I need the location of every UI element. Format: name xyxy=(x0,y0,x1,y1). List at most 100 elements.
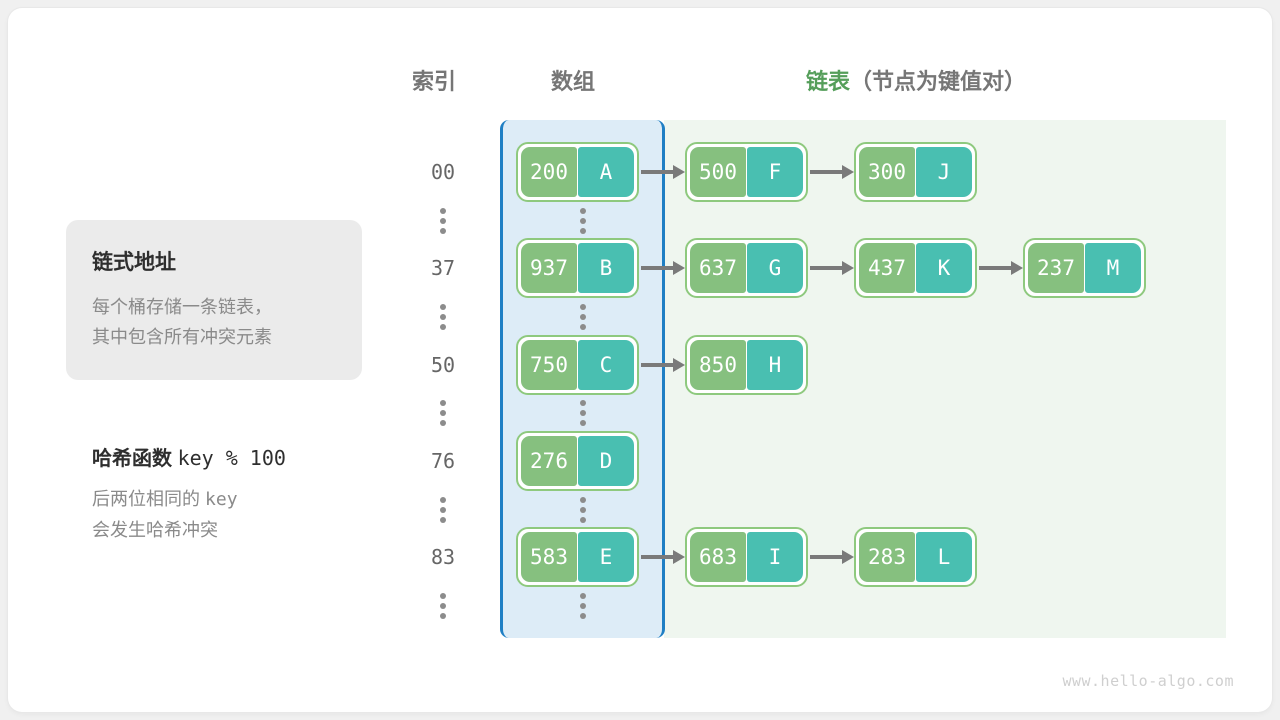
array-ellipsis-icon xyxy=(573,208,593,234)
bucket-index-label: 50 xyxy=(430,353,456,377)
node-key: 200 xyxy=(521,147,577,197)
ellipsis-dot xyxy=(440,593,446,599)
ellipsis-dot xyxy=(580,228,586,234)
ellipsis-dot xyxy=(580,410,586,416)
ellipsis-dot xyxy=(440,603,446,609)
node-value: L xyxy=(916,532,972,582)
node-value: E xyxy=(578,532,634,582)
array-ellipsis-icon xyxy=(573,304,593,330)
ellipsis-dot xyxy=(580,613,586,619)
node-key: 300 xyxy=(859,147,915,197)
ellipsis-dot xyxy=(580,304,586,310)
ellipsis-dot xyxy=(580,593,586,599)
node-key: 283 xyxy=(859,532,915,582)
ellipsis-dot xyxy=(580,507,586,513)
ellipsis-dot xyxy=(580,517,586,523)
next-pointer-arrow-icon xyxy=(808,261,854,275)
ellipsis-dot xyxy=(440,507,446,513)
array-ellipsis-icon xyxy=(573,593,593,619)
bucket-index-label: 00 xyxy=(430,160,456,184)
node-key: 237 xyxy=(1028,243,1084,293)
index-ellipsis-icon xyxy=(433,400,453,426)
node-value: A xyxy=(578,147,634,197)
callout-title: 链式地址 xyxy=(92,251,176,274)
ellipsis-dot xyxy=(580,314,586,320)
next-pointer-arrow-icon xyxy=(639,261,685,275)
arrow-shaft xyxy=(641,363,673,367)
node-key: 937 xyxy=(521,243,577,293)
ellipsis-dot xyxy=(440,517,446,523)
arrow-head xyxy=(673,165,685,179)
arrow-shaft xyxy=(641,170,673,174)
callout-body-line-2: 其中包含所有冲突元素 xyxy=(92,327,272,347)
note-body-line-1-text: 后两位相同的 xyxy=(92,489,206,509)
index-ellipsis-icon xyxy=(433,593,453,619)
node-value: B xyxy=(578,243,634,293)
ellipsis-dot xyxy=(580,420,586,426)
callout-chaining: 链式地址 每个桶存储一条链表， 其中包含所有冲突元素 xyxy=(66,220,362,380)
ellipsis-dot xyxy=(440,228,446,234)
ellipsis-dot xyxy=(580,497,586,503)
arrow-shaft xyxy=(810,266,842,270)
node-key: 276 xyxy=(521,436,577,486)
note-body-line-1-code: key xyxy=(205,489,238,510)
arrow-shaft xyxy=(641,555,673,559)
array-ellipsis-icon xyxy=(573,497,593,523)
node-key: 500 xyxy=(690,147,746,197)
arrow-head xyxy=(673,261,685,275)
ellipsis-dot xyxy=(440,497,446,503)
note-hash-function: 哈希函数 key % 100 后两位相同的 key 会发生哈希冲突 xyxy=(92,442,412,545)
arrow-head xyxy=(842,165,854,179)
arrow-shaft xyxy=(979,266,1011,270)
header-linked-list: 链表（节点为键值对） xyxy=(806,64,1026,96)
node-value: M xyxy=(1085,243,1141,293)
bucket-index-label: 37 xyxy=(430,256,456,280)
arrow-head xyxy=(842,550,854,564)
ellipsis-dot xyxy=(580,603,586,609)
node-key: 850 xyxy=(690,340,746,390)
node-value: H xyxy=(747,340,803,390)
index-ellipsis-icon xyxy=(433,208,453,234)
index-ellipsis-icon xyxy=(433,304,453,330)
next-pointer-arrow-icon xyxy=(639,358,685,372)
header-linked-list-accent: 链表 xyxy=(806,69,851,94)
node-key: 637 xyxy=(690,243,746,293)
arrow-shaft xyxy=(810,555,842,559)
ellipsis-dot xyxy=(580,208,586,214)
arrow-shaft xyxy=(810,170,842,174)
ellipsis-dot xyxy=(580,400,586,406)
note-title-text: 哈希函数 xyxy=(92,448,178,470)
ellipsis-dot xyxy=(580,218,586,224)
arrow-head xyxy=(1011,261,1023,275)
header-array: 数组 xyxy=(551,69,596,94)
next-pointer-arrow-icon xyxy=(808,165,854,179)
node-key: 750 xyxy=(521,340,577,390)
ellipsis-dot xyxy=(440,324,446,330)
node-value: C xyxy=(578,340,634,390)
index-ellipsis-icon xyxy=(433,497,453,523)
header-linked-list-sub: （节点为键值对） xyxy=(850,69,1027,94)
note-body-line-2: 会发生哈希冲突 xyxy=(92,520,218,540)
node-value: F xyxy=(747,147,803,197)
node-value: J xyxy=(916,147,972,197)
arrow-head xyxy=(842,261,854,275)
next-pointer-arrow-icon xyxy=(808,550,854,564)
